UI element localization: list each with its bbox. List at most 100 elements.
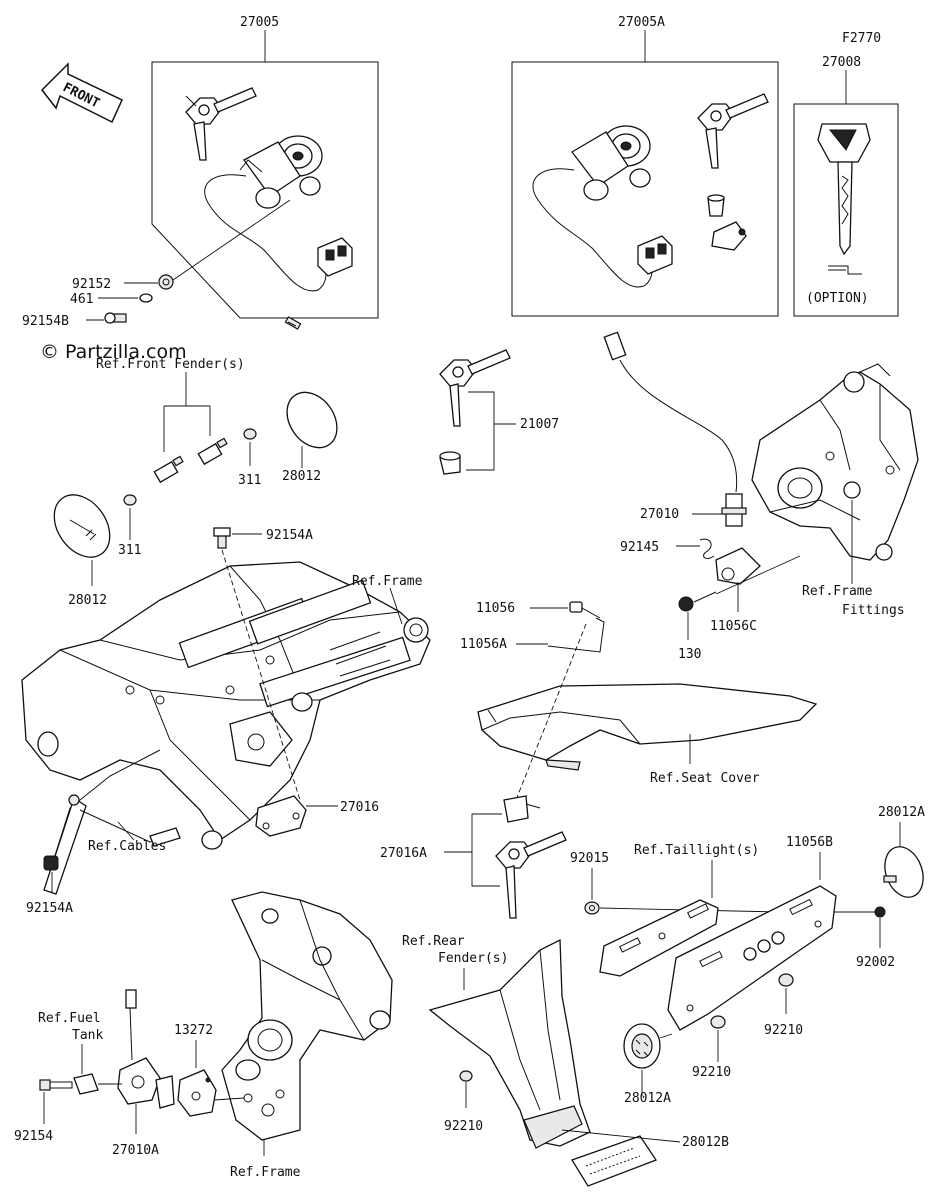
label-27008: 27008 bbox=[822, 55, 861, 70]
lower-frame-icon bbox=[221, 891, 393, 1141]
bracket-13272-icon bbox=[177, 1069, 217, 1117]
clip-92145-icon bbox=[699, 538, 715, 559]
label-130: 130 bbox=[678, 647, 701, 662]
spacer-icon bbox=[153, 437, 228, 484]
bolt-92154-icon bbox=[39, 1079, 73, 1091]
label-28012B: 28012B bbox=[682, 1135, 729, 1150]
seat-cover-icon bbox=[477, 683, 818, 771]
label-ref-rear-fender-1: Ref.Rear bbox=[402, 934, 465, 949]
rear-fender-icon bbox=[428, 938, 591, 1149]
ignition-key-icon-2 bbox=[697, 93, 769, 169]
nut-92210-mid-icon bbox=[778, 973, 794, 987]
label-11056B: 11056B bbox=[786, 835, 833, 850]
rear-fender-section: Ref.Rear Fender(s) 92210 28012B bbox=[402, 934, 729, 1187]
taillight-bracket-icon bbox=[599, 899, 719, 977]
reflector-28012-top-icon bbox=[284, 316, 338, 449]
sensor-body-icon bbox=[721, 493, 747, 527]
label-92210-mid: 92210 bbox=[764, 1023, 803, 1038]
ignition-cylinder-icon bbox=[239, 135, 323, 209]
label-92145: 92145 bbox=[620, 540, 659, 555]
label-27016A: 27016A bbox=[380, 846, 427, 861]
front-reflector-group: Ref.Front Fender(s) 311 28012 bbox=[53, 316, 338, 608]
label-11056: 11056 bbox=[476, 601, 515, 616]
reflector-28012-left-icon bbox=[53, 494, 111, 558]
reflector-28012A-low-icon bbox=[623, 1023, 661, 1069]
label-ref-seat-cover: Ref.Seat Cover bbox=[650, 771, 760, 786]
label-21007: 21007 bbox=[520, 417, 559, 432]
bracket-11056B-icon bbox=[667, 885, 837, 1031]
label-ref-rear-fender-2: Fender(s) bbox=[438, 951, 508, 966]
nut-92154A-bottom-icon bbox=[43, 855, 59, 871]
sensor-27010-section: 27010 92145 11056C 130 bbox=[603, 331, 919, 662]
frame-fittings-icon bbox=[751, 363, 919, 561]
label-ref-frame-fittings-2: Fittings bbox=[842, 603, 905, 618]
label-27010A: 27010A bbox=[112, 1143, 159, 1158]
label-92210-left: 92210 bbox=[444, 1119, 483, 1134]
ignition-key-icon bbox=[185, 87, 257, 161]
label-92154A-top: 92154A bbox=[266, 528, 313, 543]
sensor-27010A-icon bbox=[117, 989, 175, 1109]
washer-461-icon bbox=[139, 293, 153, 303]
key-blank-icon bbox=[817, 123, 871, 256]
connector-icon bbox=[317, 237, 353, 277]
label-11056A: 11056A bbox=[460, 637, 507, 652]
key-set-27016A: 27016A bbox=[380, 795, 567, 919]
fuel-tank-mount-icon bbox=[73, 1073, 99, 1095]
reflector-28012B-icon bbox=[571, 1135, 657, 1187]
label-311-left: 311 bbox=[118, 543, 141, 558]
label-27005A: 27005A bbox=[618, 15, 665, 30]
label-92015: 92015 bbox=[570, 851, 609, 866]
key-blank-box: F2770 27008 (OPTION) bbox=[793, 31, 899, 317]
bolt-92154A-top-icon bbox=[213, 527, 231, 549]
sensor-connector-icon bbox=[603, 331, 627, 361]
label-F2770: F2770 bbox=[842, 31, 881, 46]
label-ref-taillights: Ref.Taillight(s) bbox=[634, 843, 759, 858]
key-option-label: (OPTION) bbox=[806, 291, 869, 306]
nut-92002-icon bbox=[874, 906, 886, 918]
label-27005: 27005 bbox=[240, 15, 279, 30]
label-311-top: 311 bbox=[238, 473, 261, 488]
label-28012-left: 28012 bbox=[68, 593, 107, 608]
lock-11056-icon bbox=[569, 601, 601, 619]
label-92152: 92152 bbox=[72, 277, 111, 292]
bolt-92154B-icon bbox=[104, 312, 127, 324]
label-ref-frame-top: Ref.Frame bbox=[352, 574, 423, 589]
label-ref-frame-fittings-1: Ref.Frame bbox=[802, 584, 873, 599]
label-28012-top: 28012 bbox=[282, 469, 321, 484]
lock-barrel-icon bbox=[707, 194, 725, 217]
label-ref-fuel-tank-1: Ref.Fuel bbox=[38, 1011, 101, 1026]
label-13272: 13272 bbox=[174, 1023, 213, 1038]
bracket-11056C-icon bbox=[715, 547, 761, 585]
seat-cover-section: 11056 11056A Ref.Seat Cover bbox=[460, 601, 818, 811]
label-27010: 27010 bbox=[640, 507, 679, 522]
label-92210-low: 92210 bbox=[692, 1065, 731, 1080]
connector-icon-2 bbox=[637, 235, 673, 275]
lower-frame-section: Ref.Frame 13272 27010A Ref.Fuel Tank bbox=[14, 891, 393, 1180]
label-92154B: 92154B bbox=[22, 314, 69, 329]
label-ref-frame-bottom: Ref.Frame bbox=[230, 1165, 301, 1180]
label-92002: 92002 bbox=[856, 955, 895, 970]
label-28012A-top: 28012A bbox=[878, 805, 925, 820]
label-28012A-low: 28012A bbox=[624, 1091, 671, 1106]
front-arrow-icon: FRONT bbox=[41, 62, 123, 124]
taillight-bracket-section: 28012A 11056B Ref.Taillight(s) 92015 bbox=[570, 805, 925, 1106]
label-ref-fuel-tank-2: Tank bbox=[72, 1028, 103, 1043]
nut-311-left-icon bbox=[123, 494, 137, 506]
nut-92210-left-icon bbox=[459, 1070, 473, 1082]
nut-92015-icon bbox=[584, 901, 600, 915]
switch-27016-icon bbox=[255, 795, 307, 837]
lock-housing-icon bbox=[711, 221, 747, 251]
ignition-kit-box-left: 27005 bbox=[22, 15, 379, 329]
label-ref-front-fenders: Ref.Front Fender(s) bbox=[96, 357, 245, 372]
reflector-28012A-top-icon bbox=[883, 846, 924, 898]
key-set-21007: 21007 bbox=[439, 349, 559, 475]
nut-92152-icon bbox=[158, 274, 174, 290]
label-27016: 27016 bbox=[340, 800, 379, 815]
watermark: © Partzilla.com bbox=[40, 341, 187, 363]
label-92154A-bottom: 92154A bbox=[26, 901, 73, 916]
label-11056C: 11056C bbox=[710, 619, 757, 634]
label-461: 461 bbox=[70, 292, 93, 307]
front-frame-section: 92154A Ref.Frame 27016 bbox=[21, 527, 431, 916]
ignition-cylinder-icon-2 bbox=[571, 125, 651, 201]
